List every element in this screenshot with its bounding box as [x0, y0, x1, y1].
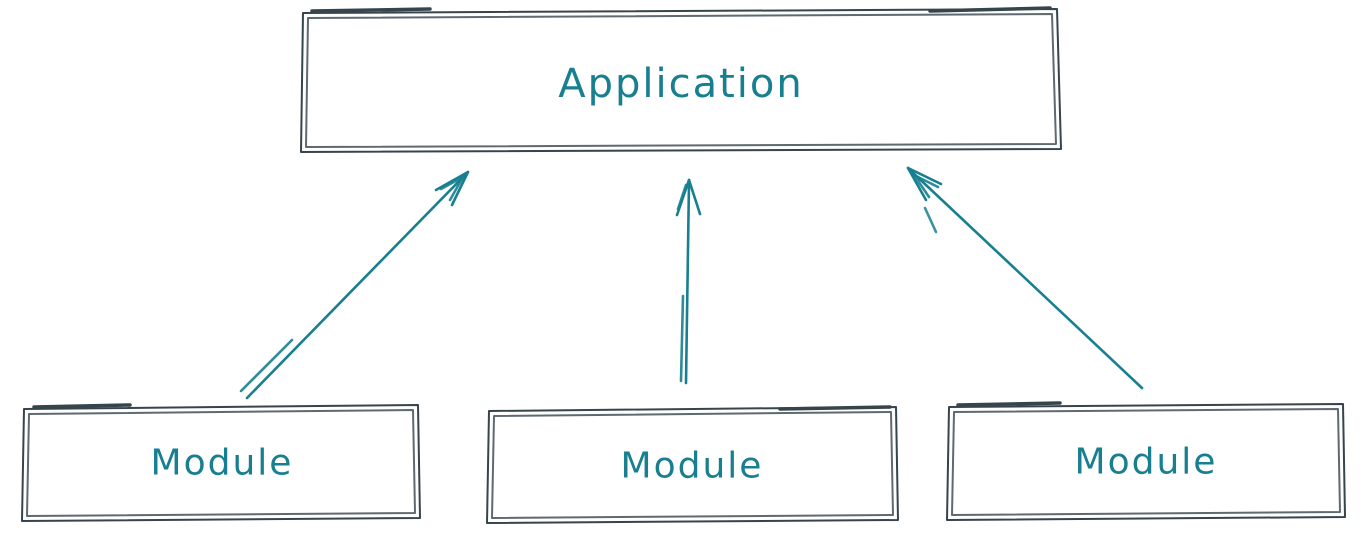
module-2-node-box	[486, 405, 899, 524]
module-3-node-label: Module	[1074, 441, 1218, 483]
module-1-node-box	[21, 403, 421, 522]
arrow-module2-to-application	[675, 178, 702, 385]
module-3-node-box	[946, 401, 1346, 521]
module-1-node-label: Module	[150, 442, 294, 484]
application-node-box	[300, 6, 1062, 153]
application-node-label: Application	[558, 61, 804, 107]
arrow-module3-to-application	[906, 166, 1144, 390]
arrow-module1-to-application	[239, 170, 470, 400]
module-2-node-label: Module	[620, 445, 764, 487]
